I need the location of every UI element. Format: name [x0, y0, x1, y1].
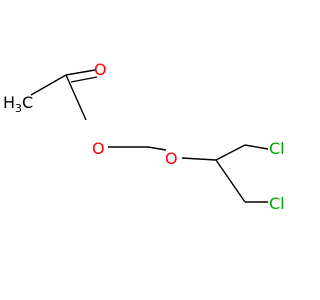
- ester-oxygen: O: [92, 139, 105, 158]
- methyl-group: H 3 C: [3, 93, 33, 115]
- bonds: [30, 69, 269, 203]
- bond-carbonyl-double-a: [65, 69, 96, 76]
- bond-carbonyl-ester-o: [65, 74, 87, 121]
- bond-ch-ch2-bottom: [215, 159, 246, 203]
- methyl-c: C: [22, 93, 33, 112]
- methyl-subscript: 3: [15, 102, 22, 115]
- bond-ch-ch2-top: [215, 144, 246, 161]
- carbonyl-oxygen: O: [94, 60, 107, 79]
- bond-methyl-carbonyl: [30, 74, 67, 96]
- chlorine-top: Cl: [269, 139, 285, 158]
- molecule-structure: H 3 C O O O Cl Cl: [3, 60, 285, 213]
- bond-ether-o-ch: [181, 157, 217, 161]
- chlorine-bottom: Cl: [269, 194, 285, 213]
- bond-carbonyl-double-b: [70, 76, 98, 83]
- methyl-h: H: [3, 93, 15, 112]
- bond-ch2-ether-o: [147, 146, 167, 151]
- molecule-diagram: H 3 C O O O Cl Cl: [3, 60, 285, 213]
- bond-ch2-cl-top: [244, 144, 269, 150]
- ether-oxygen: O: [165, 149, 178, 168]
